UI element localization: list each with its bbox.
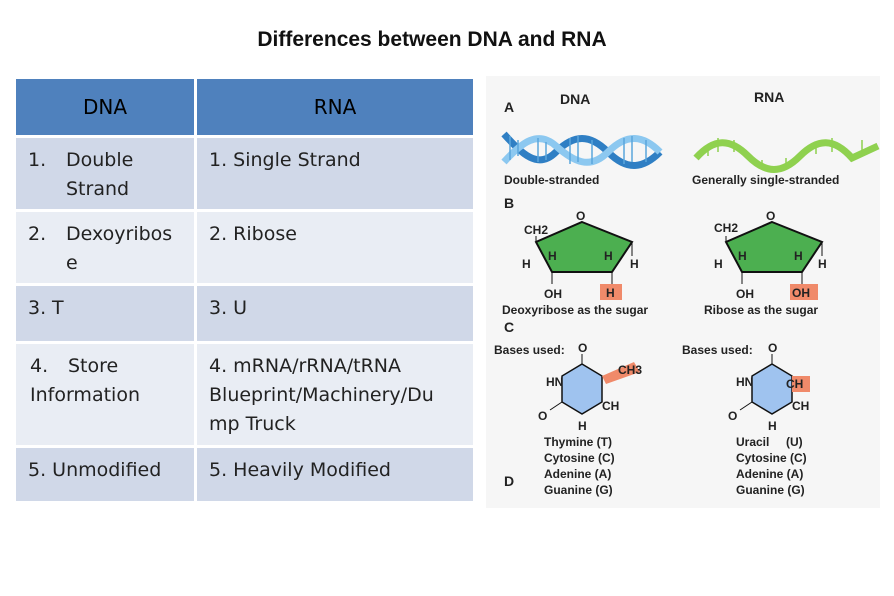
rna-sugar-label: Ribose as the sugar [704,303,818,317]
hydrogen-label: H [578,419,587,433]
rna-base-name: Uracil (U) [736,435,803,449]
rna-heading: RNA [754,89,784,105]
hydrogen-label: H [606,286,615,300]
deoxyribose-ring-icon [534,220,634,300]
hydrogen-label: H [522,257,531,271]
oxygen-label: O [576,209,585,223]
oxygen-label: O [578,341,587,355]
table-row: 2. Dexoyribos e 2. Ribose [13,209,476,286]
ch-label: CH [602,399,619,413]
dna-cell: 3.T [13,283,197,344]
cell-text: 5. Heavily Modified [209,459,391,481]
cell-text: Dexoyribos [66,223,173,245]
cell-text: 3. U [209,297,248,319]
ch2-label: CH2 [714,221,738,235]
cell-text: T [52,297,64,319]
rna-cell: 5. Heavily Modified [194,445,476,504]
dna-base-name: Adenine (A) [544,467,611,481]
rna-single-strand-icon [693,138,880,173]
dna-base-name: Guanine (G) [544,483,613,497]
row-number: 1. [28,149,47,171]
column-header-dna: DNA [13,76,197,138]
table-row: 5. Unmodified 5. Heavily Modified [13,445,476,504]
cell-text: Strand [66,178,130,200]
rna-cell: 3. U [194,283,476,344]
rna-cell: 2. Ribose [194,209,476,286]
column-header-rna: RNA [194,76,476,138]
panel-label-b: B [504,195,514,211]
panel-label-c: C [504,319,514,335]
hydrogen-label: H [738,249,747,263]
cell-text: 2. Ribose [209,223,297,245]
cell-text: mp Truck [209,413,296,435]
hydrogen-label: H [548,249,557,263]
cell-text: 5. Unmodified [28,459,162,481]
rna-cell: 1. Single Strand [194,135,476,212]
cell-text: Information [30,384,140,406]
bases-used-label: Bases used: [494,343,565,357]
panel-label-d: D [504,473,514,489]
cell-text: Blueprint/Machinery/Du [209,384,434,406]
dna-sugar-label: Deoxyribose as the sugar [502,303,648,317]
dna-strand-label: Double-stranded [504,173,599,187]
methyl-label: CH3 [618,363,642,377]
dna-rna-figure: A DNA RNA Double-stranded Generally sing… [486,76,880,508]
row-number: 3. [28,297,47,319]
dna-cell: 5. Unmodified [13,445,197,504]
oxygen-label: O [538,409,547,423]
table-header-row: DNA RNA [13,76,476,138]
hydroxyl-label: OH [792,286,810,300]
bases-used-label: Bases used: [682,343,753,357]
hn-label: HN [736,375,753,389]
ribose-ring-icon [724,220,824,300]
oxygen-label: O [766,209,775,223]
cell-text: e [66,252,78,274]
row-number: 4. [30,355,49,377]
hydrogen-label: H [818,257,827,271]
cell-text: 4. mRNA/rRNA/tRNA [209,355,401,377]
oxygen-label: O [768,341,777,355]
uracil-ring-icon [739,354,810,415]
cell-text: Double [66,149,134,171]
ch-label: CH [786,377,803,391]
rna-base-name: Adenine (A) [736,467,803,481]
dna-base-name: Thymine (T) [544,435,612,449]
ch-label: CH [792,399,809,413]
table-row: 3.T 3. U [13,283,476,344]
hydrogen-label: H [630,257,639,271]
rna-cell: 4. mRNA/rRNA/tRNA Blueprint/Machinery/Du m… [194,341,476,448]
hydrogen-label: H [794,249,803,263]
dna-base-name: Cytosine (C) [544,451,615,465]
cell-text: Store [68,355,119,377]
cell-text: 1. Single Strand [209,149,361,171]
oxygen-label: O [728,409,737,423]
thymine-ring-icon [549,354,640,415]
hydroxyl-label: OH [736,287,754,301]
hydrogen-label: H [714,257,723,271]
dna-cell: 2. Dexoyribos e [13,209,197,286]
page-title: Differences between DNA and RNA [257,28,607,51]
hydroxyl-label: OH [544,287,562,301]
dna-double-helix-icon [501,131,663,169]
rna-base-name: Guanine (G) [736,483,805,497]
ch2-label: CH2 [524,223,548,237]
hn-label: HN [546,375,563,389]
hydrogen-label: H [768,419,777,433]
rna-base-name: Cytosine (C) [736,451,807,465]
dna-heading: DNA [560,91,590,107]
rna-strand-label: Generally single-stranded [692,173,839,187]
row-number: 2. [28,223,47,245]
hydrogen-label: H [604,249,613,263]
panel-label-a: A [504,99,514,115]
